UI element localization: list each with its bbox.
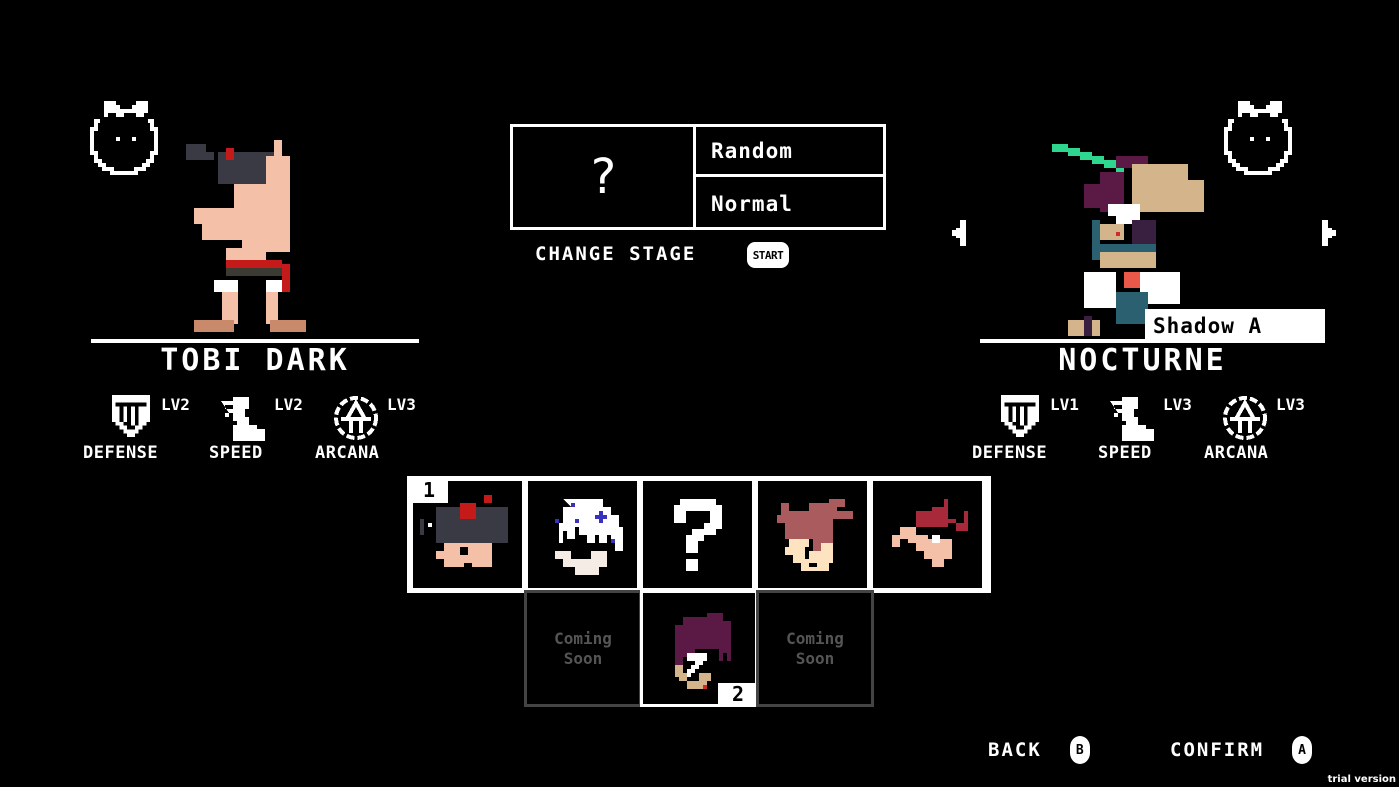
speed-label: SPEED — [1098, 443, 1152, 463]
a-button-icon: A — [1292, 736, 1313, 764]
shield-icon — [111, 395, 151, 438]
player2-stat-speed: LV3 SPEED — [1098, 395, 1208, 465]
question-mark-icon — [673, 498, 722, 571]
coming-soon-line2: Soon — [563, 648, 603, 668]
nocturne-portrait-icon — [675, 613, 731, 689]
arcana-level: LV3 — [387, 395, 416, 414]
player2-fighter-name: NOCTURNE — [1058, 343, 1227, 378]
arcana-label: ARCANA — [315, 443, 380, 463]
arrow-left-icon[interactable] — [952, 220, 966, 246]
roster-cell-brown-hair[interactable] — [758, 481, 867, 588]
tobi-dark-sprite — [186, 140, 306, 332]
winged-boot-icon — [1110, 397, 1154, 441]
defense-label: DEFENSE — [972, 443, 1048, 463]
roster-cell-white-hood[interactable] — [528, 481, 637, 588]
arcana-level: LV3 — [1276, 395, 1305, 414]
defense-level: LV1 — [1050, 395, 1079, 414]
defense-level: LV2 — [161, 395, 190, 414]
player1-cursor-tag: 1 — [410, 479, 448, 503]
stage-preview[interactable]: ? — [513, 127, 696, 227]
player1-stat-defense: LV2 DEFENSE — [83, 395, 193, 465]
red-hair-portrait-icon — [891, 498, 968, 567]
start-button-icon[interactable]: START — [747, 242, 789, 268]
roster-cell-nocturne[interactable]: 2 — [640, 590, 758, 707]
stage-select-box[interactable]: ? Random Normal — [510, 124, 886, 230]
roster-cell-red-hair[interactable] — [873, 481, 982, 588]
roster-cell-tobi[interactable]: 1 — [410, 479, 522, 588]
speed-label: SPEED — [209, 443, 263, 463]
shield-icon — [1000, 395, 1040, 438]
confirm-label: CONFIRM — [1170, 739, 1265, 761]
player1-panel: TOBI DARK LV2 DEFENSE LV2 SPEED LV3 ARCA… — [0, 0, 460, 470]
arcana-label: ARCANA — [1204, 443, 1269, 463]
coming-soon-line1: Coming — [786, 628, 844, 648]
arcane-sigil-icon — [334, 396, 378, 440]
trial-version-watermark: trial version — [1327, 774, 1396, 785]
player2-cursor-tag: 2 — [718, 683, 758, 707]
roster-cell-random[interactable] — [643, 481, 752, 588]
player2-panel: NOCTURNE LV1 DEFENSE LV3 SPEED LV3 ARCAN… — [940, 0, 1399, 470]
player2-skin-label[interactable]: Shadow A — [1145, 309, 1325, 342]
change-stage-label: CHANGE STAGE — [535, 243, 697, 265]
defense-label: DEFENSE — [83, 443, 159, 463]
confirm-action[interactable]: CONFIRM A — [1170, 736, 1313, 764]
roster-top-row: 1 — [407, 476, 991, 593]
player1-floor-line — [91, 339, 419, 343]
player1-stat-speed: LV2 SPEED — [209, 395, 319, 465]
player2-stat-arcana: LV3 ARCANA — [1204, 395, 1314, 465]
b-button-icon: B — [1069, 736, 1090, 764]
back-action[interactable]: BACK B — [988, 736, 1090, 764]
white-hood-portrait-icon — [554, 498, 623, 575]
coming-soon-line1: Coming — [554, 628, 612, 648]
tobi-portrait-icon — [419, 494, 508, 567]
back-label: BACK — [988, 739, 1042, 761]
arcane-sigil-icon — [1223, 396, 1267, 440]
winged-boot-icon — [221, 397, 265, 441]
brown-hair-portrait-icon — [776, 498, 853, 571]
arrow-right-icon[interactable] — [1322, 220, 1336, 246]
horned-spirit-icon — [90, 101, 158, 175]
stage-name-option[interactable]: Random — [696, 127, 883, 177]
speed-level: LV2 — [274, 395, 303, 414]
coming-soon-line2: Soon — [795, 648, 835, 668]
horned-spirit-icon — [1224, 101, 1292, 175]
player1-fighter-name: TOBI DARK — [160, 343, 350, 378]
stage-mode-option[interactable]: Normal — [711, 191, 793, 216]
nocturne-sprite — [1052, 144, 1204, 336]
player1-stat-arcana: LV3 ARCANA — [315, 395, 425, 465]
player2-stat-defense: LV1 DEFENSE — [972, 395, 1082, 465]
speed-level: LV3 — [1163, 395, 1192, 414]
